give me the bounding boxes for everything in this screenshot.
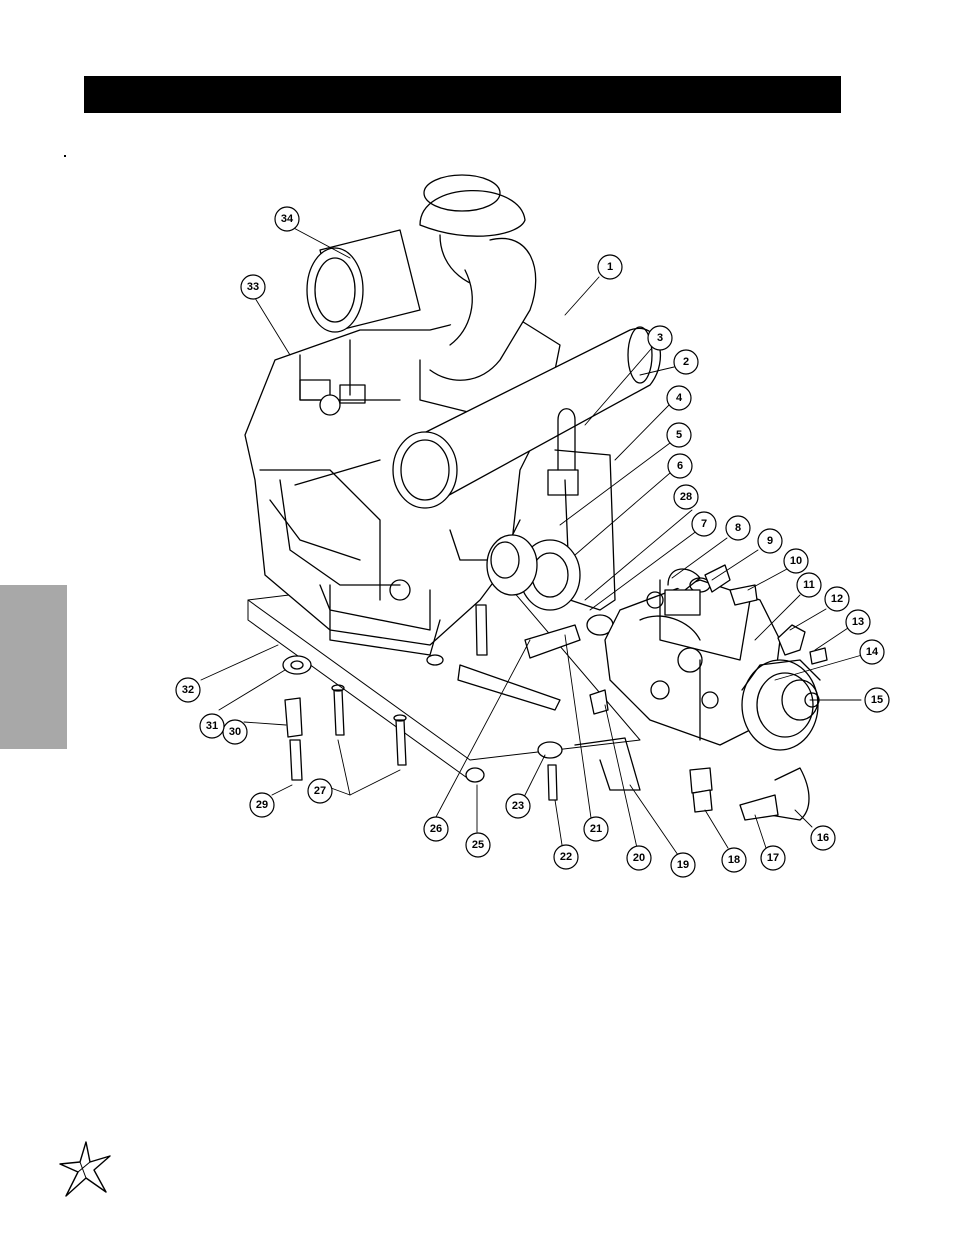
- callout-11: 11: [803, 579, 815, 591]
- callout-27: 27: [314, 785, 326, 797]
- callout-22: 22: [560, 851, 572, 863]
- callout-7: 7: [701, 518, 707, 530]
- callout-29: 29: [256, 799, 268, 811]
- callout-14: 14: [866, 646, 879, 658]
- chapter-tab: [0, 585, 67, 749]
- callout-10: 10: [790, 555, 802, 567]
- callout-13: 13: [852, 616, 864, 628]
- callout-circles: [175, 206, 890, 878]
- callout-19: 19: [677, 859, 689, 871]
- callout-16: 16: [817, 832, 829, 844]
- callout-6: 6: [677, 460, 683, 472]
- callout-32: 32: [182, 684, 194, 696]
- hardware-illustration: [282, 604, 581, 801]
- callout-30: 30: [229, 726, 241, 738]
- callout-31: 31: [206, 720, 218, 732]
- callout-34: 34: [281, 213, 294, 225]
- star-logo-icon: [59, 1141, 111, 1197]
- section-title-bar: [84, 76, 841, 113]
- pump-illustration: [574, 564, 828, 821]
- callout-3: 3: [657, 332, 663, 344]
- callout-17: 17: [767, 852, 779, 864]
- callout-23: 23: [512, 800, 524, 812]
- callout-26: 26: [430, 823, 442, 835]
- engine-illustration: [244, 174, 662, 656]
- callout-9: 9: [767, 535, 773, 547]
- callout-4: 4: [676, 392, 683, 404]
- callout-18: 18: [728, 854, 740, 866]
- callout-28: 28: [680, 491, 692, 503]
- callout-leaders: [200, 225, 863, 856]
- callout-1: 1: [607, 261, 613, 273]
- callout-33: 33: [247, 281, 259, 293]
- callout-8: 8: [735, 522, 741, 534]
- margin-mark: [64, 155, 66, 157]
- callout-12: 12: [831, 593, 843, 605]
- callout-5: 5: [676, 429, 682, 441]
- callout-2: 2: [683, 356, 689, 368]
- callout-20: 20: [633, 852, 645, 864]
- callout-25: 25: [472, 839, 484, 851]
- callout-21: 21: [590, 823, 602, 835]
- callout-15: 15: [871, 694, 883, 706]
